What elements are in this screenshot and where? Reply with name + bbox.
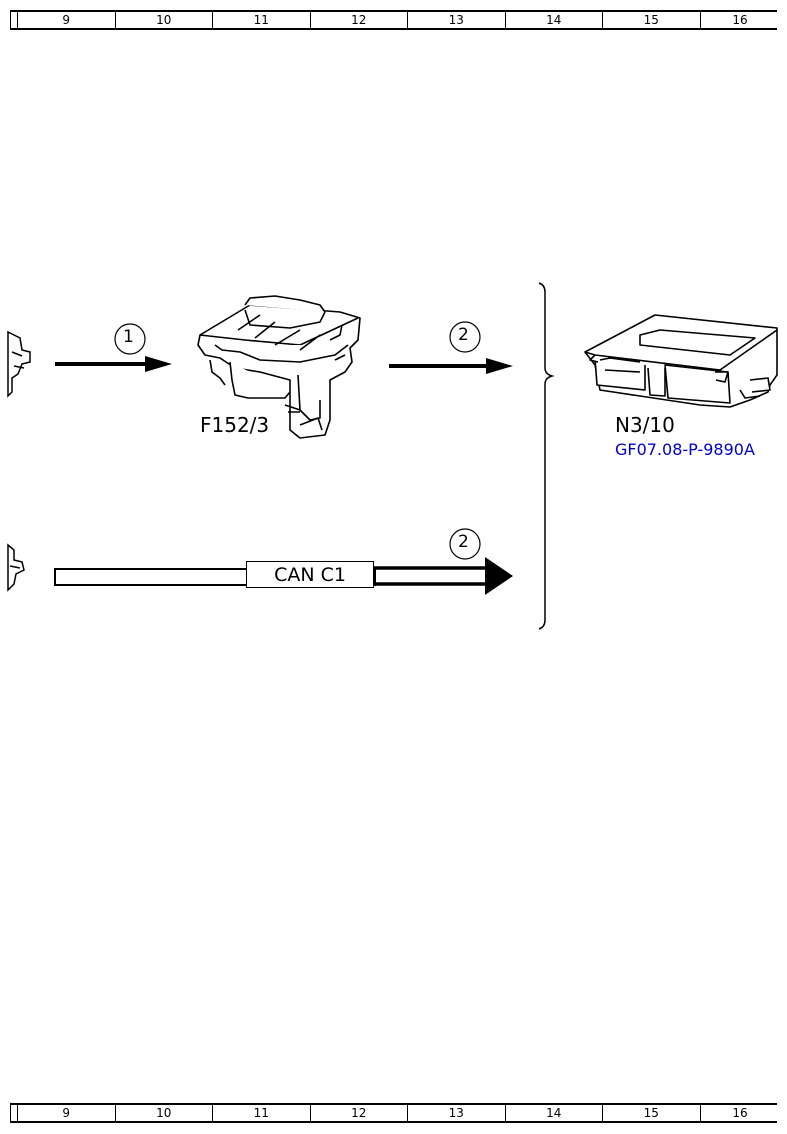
ruler-cell — [10, 12, 17, 28]
module-label: N3/10 — [615, 413, 675, 437]
ruler-cell-9: 9 — [17, 1105, 115, 1121]
callout-number-1: 1 — [123, 327, 134, 347]
ruler-cell-14: 14 — [504, 1105, 603, 1121]
ruler-cell-10: 10 — [114, 12, 213, 28]
control-module-drawing — [584, 314, 778, 408]
ruler-cell-13: 13 — [407, 12, 505, 28]
ruler-cell-14: 14 — [504, 12, 603, 28]
partial-component-lower — [7, 543, 25, 592]
module-reference-link[interactable]: GF07.08-P-9890A — [615, 440, 755, 459]
top-column-ruler: 9 10 11 12 13 14 15 16 — [10, 10, 777, 30]
ruler-cell-15: 15 — [602, 1105, 700, 1121]
ruler-cell-15: 15 — [602, 12, 700, 28]
ruler-cell-16: 16 — [699, 1105, 780, 1121]
ruler-cell-9: 9 — [17, 12, 115, 28]
can-bus-label: CAN C1 — [246, 561, 374, 588]
ruler-cell-10: 10 — [114, 1105, 213, 1121]
signal-arrow-1 — [55, 356, 172, 372]
callout-circle-2-lower — [449, 528, 481, 560]
ruler-cell — [10, 1105, 17, 1121]
ruler-cell-11: 11 — [212, 12, 310, 28]
ruler-cell-12: 12 — [309, 1105, 408, 1121]
callout-number-2-lower: 2 — [458, 532, 469, 552]
fuse-component-drawing — [197, 295, 361, 439]
callout-circle-2-upper — [449, 321, 481, 353]
signal-arrow-2-upper — [389, 358, 513, 374]
fuse-label: F152/3 — [200, 413, 270, 437]
ruler-cell-12: 12 — [309, 12, 408, 28]
callout-number-2-upper: 2 — [458, 325, 469, 345]
ruler-cell-16: 16 — [699, 12, 780, 28]
grouping-brace — [538, 282, 555, 630]
ruler-cell-13: 13 — [407, 1105, 505, 1121]
callout-circle-1 — [114, 323, 146, 355]
partial-component-upper — [7, 330, 31, 398]
bottom-column-ruler: 9 10 11 12 13 14 15 16 — [10, 1103, 777, 1123]
ruler-cell-11: 11 — [212, 1105, 310, 1121]
